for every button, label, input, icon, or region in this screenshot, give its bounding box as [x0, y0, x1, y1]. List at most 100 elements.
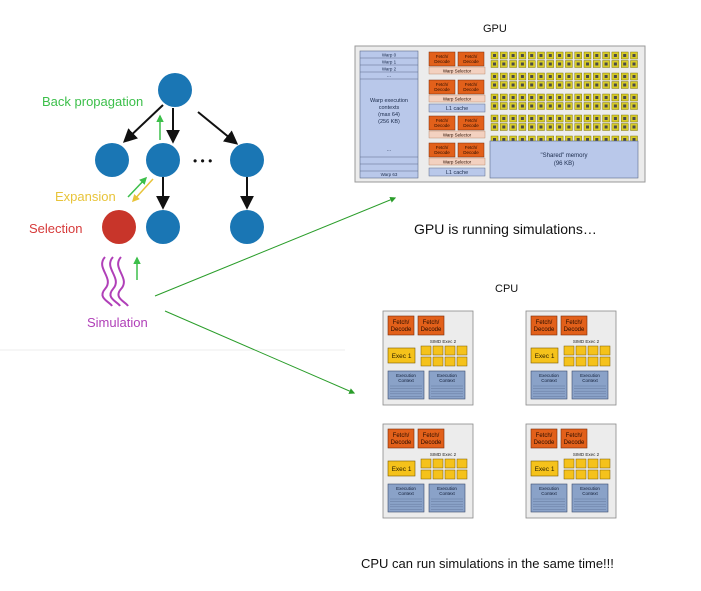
exec-label: Exec 1: [392, 466, 412, 473]
gpu-core-center: [539, 104, 543, 108]
gpu-core-center: [613, 104, 617, 108]
tree-ellipsis: • • •: [193, 154, 212, 168]
fetch-decode-text: Fetch/: [436, 118, 449, 123]
fetch-decode-text: Fetch/: [465, 82, 478, 87]
fetch-decode-text: Fetch/: [465, 145, 478, 150]
gpu-core-center: [511, 104, 515, 108]
gpu-core-center: [548, 54, 552, 57]
gpu-core-center: [567, 96, 571, 99]
gpu-core-center: [530, 75, 534, 78]
fetch-decode-text: Decode: [391, 327, 412, 333]
selection-label: Selection: [29, 221, 82, 236]
gpu-core-center: [595, 62, 599, 66]
gpu-core-center: [558, 83, 562, 87]
back-propagation-label: Back propagation: [42, 94, 143, 109]
fetch-decode-unit: [428, 51, 456, 67]
fetch-decode-text: Decode: [564, 327, 585, 333]
cpu-caption: CPU can run simulations in the same time…: [361, 556, 614, 571]
fetch-decode-unit: [417, 315, 445, 336]
simd-label: SIMD Exec 2: [573, 452, 600, 457]
gpu-core-center: [595, 54, 599, 57]
fetch-decode-text: Decode: [434, 123, 450, 128]
execution-context-text: Execution: [437, 486, 457, 491]
simd-lane: [420, 356, 432, 367]
shared-memory-label: "Shared" memory: [541, 153, 588, 159]
fetch-decode-unit: [457, 142, 485, 158]
simd-label: SIMD Exec 2: [430, 452, 457, 457]
gpu-core-center: [604, 75, 608, 78]
gpu-core-center: [613, 117, 617, 120]
gpu-core-center: [511, 138, 515, 141]
gpu-core-center: [586, 117, 589, 120]
gpu-core-center: [530, 117, 534, 120]
gpu-core-center: [595, 125, 599, 129]
gpu-core-center: [511, 62, 515, 66]
gpu-core-center: [502, 138, 506, 141]
exec-label: Exec 1: [535, 466, 555, 473]
gpu-core-center: [530, 83, 534, 87]
execution-context-text: Execution: [580, 373, 600, 378]
gpu-core-center: [623, 83, 627, 87]
gpu-core-center: [539, 117, 543, 120]
gpu-core-center: [502, 117, 506, 120]
simd-lane: [599, 469, 611, 480]
warp-selector-label: Warp Selector: [443, 160, 472, 165]
execution-context-text: Execution: [396, 486, 416, 491]
gpu-core-center: [520, 54, 524, 57]
gpu-core-center: [604, 117, 608, 120]
simd-lane: [456, 458, 468, 469]
gpu-core-center: [604, 83, 608, 87]
warp-label: Warp 1: [382, 60, 397, 65]
gpu-core-center: [520, 96, 524, 99]
fetch-decode-text: Decode: [421, 440, 442, 446]
gpu-core-center: [604, 125, 608, 129]
simulation-squiggle: [101, 256, 129, 307]
simd-lane: [599, 356, 611, 367]
exec-label: Exec 1: [535, 353, 555, 360]
l1-cache: [428, 167, 486, 177]
fetch-decode-text: Fetch/: [536, 320, 553, 326]
simd-label: SIMD Exec 2: [573, 339, 600, 344]
gpu-core-center: [548, 104, 552, 108]
gpu-core-center: [548, 62, 552, 66]
gpu-core-center: [576, 83, 580, 87]
gpu-core-center: [586, 104, 589, 108]
gpu-core-center: [595, 138, 599, 141]
gpu-core-center: [539, 96, 543, 99]
simd-lane: [563, 469, 575, 480]
fetch-decode-unit: [457, 79, 485, 95]
gpu-core-center: [576, 54, 580, 57]
warp-dots: ...: [387, 73, 391, 79]
gpu-core-center: [502, 96, 506, 99]
gpu-core-center: [520, 75, 524, 78]
fetch-decode-unit: [428, 79, 456, 95]
gpu-core-center: [558, 54, 562, 57]
fetch-decode-unit: [560, 428, 588, 449]
execution-context-text: Execution: [396, 373, 416, 378]
warp-contexts-line: contexts: [379, 105, 400, 111]
gpu-core-center: [632, 75, 636, 78]
warp-label: Warp 63: [381, 172, 398, 177]
gpu-core-center: [613, 75, 617, 78]
gpu-core-center: [511, 83, 515, 87]
execution-context: [387, 370, 425, 400]
gpu-core-center: [567, 75, 571, 78]
gpu-core-center: [632, 104, 636, 108]
gpu-core-center: [539, 62, 543, 66]
simd-lane: [599, 345, 611, 356]
fetch-decode-text: Decode: [564, 440, 585, 446]
gpu-core-center: [493, 96, 496, 99]
gpu-core-center: [632, 117, 636, 120]
gpu-core-center: [576, 117, 580, 120]
gpu-core-center: [567, 83, 571, 87]
fetch-decode-text: Fetch/: [423, 433, 440, 439]
gpu-core-center: [520, 62, 524, 66]
simd-lane: [444, 469, 456, 480]
gpu-core-center: [493, 104, 496, 108]
gpu-core-center: [632, 83, 636, 87]
gpu-title: GPU: [483, 23, 507, 35]
tree-edge: [122, 104, 164, 143]
gpu-core-center: [586, 54, 589, 57]
gpu-core-center: [567, 138, 571, 141]
